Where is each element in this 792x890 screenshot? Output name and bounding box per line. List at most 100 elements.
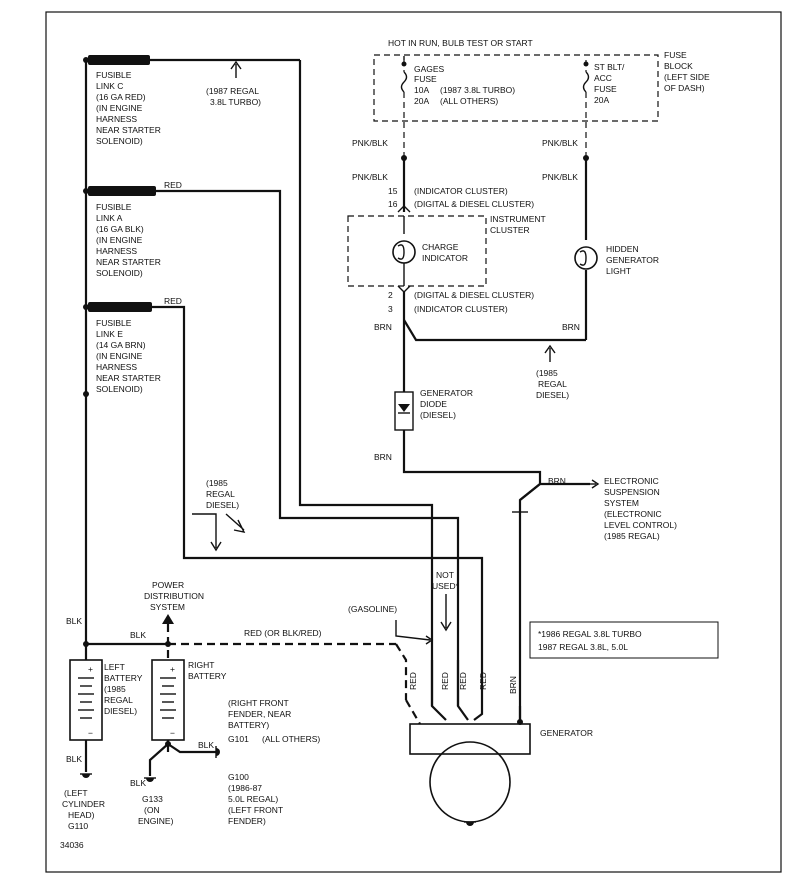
brn-label-2: BRN xyxy=(562,322,580,332)
svg-text:SOLENOID): SOLENOID) xyxy=(96,136,143,146)
diode-icon xyxy=(398,404,410,412)
svg-text:DIESEL): DIESEL) xyxy=(206,500,239,510)
pin-15-label: 15 xyxy=(388,186,398,196)
svg-text:FUSIBLE: FUSIBLE xyxy=(96,202,132,212)
right-battery-icon xyxy=(151,659,185,741)
svg-text:REGAL: REGAL xyxy=(104,695,133,705)
svg-text:FUSE: FUSE xyxy=(594,84,617,94)
hidden-generator-light-icon xyxy=(574,246,598,270)
fuse-block-outline xyxy=(373,54,659,122)
brn-label-1: BRN xyxy=(374,322,392,332)
blk-label-5: BLK xyxy=(198,740,214,750)
not-used-label: NOT USED* xyxy=(432,570,460,591)
instrument-cluster-label: INSTRUMENT CLUSTER xyxy=(490,214,546,235)
red-label-a: RED xyxy=(164,180,182,190)
instrument-cluster-outline xyxy=(347,215,487,287)
ground-g110-icon xyxy=(80,773,92,778)
brn-label-3: BRN xyxy=(374,452,392,462)
svg-text:SYSTEM: SYSTEM xyxy=(604,498,639,508)
svg-text:(LEFT SIDE: (LEFT SIDE xyxy=(664,72,710,82)
svg-text:G101: G101 xyxy=(228,734,249,744)
svg-text:(1985: (1985 xyxy=(104,684,126,694)
svg-text:BATTERY): BATTERY) xyxy=(228,720,269,730)
brn-label-4: BRN xyxy=(548,476,566,486)
svg-text:NOT: NOT xyxy=(436,570,454,580)
svg-text:10A: 10A xyxy=(414,85,429,95)
link-c-wire xyxy=(298,60,434,640)
ground-g133-icon xyxy=(144,777,156,782)
svg-text:(1985: (1985 xyxy=(206,478,228,488)
svg-text:OF DASH): OF DASH) xyxy=(664,83,705,93)
fuse-block-label: FUSE BLOCK (LEFT SIDE OF DASH) xyxy=(664,50,710,93)
blk-label-2: BLK xyxy=(130,630,146,640)
pnk-blk-label-1: PNK/BLK xyxy=(352,138,388,148)
svg-text:DIESEL): DIESEL) xyxy=(536,390,569,400)
arrow-right-icon xyxy=(591,479,600,489)
svg-text:NEAR STARTER: NEAR STARTER xyxy=(96,125,161,135)
svg-text:DIESEL): DIESEL) xyxy=(104,706,137,716)
fusible-link-c-label: FUSIBLE LINK C (16 GA RED) (IN ENGINE HA… xyxy=(96,70,161,146)
svg-text:CLUSTER: CLUSTER xyxy=(490,225,530,235)
svg-text:BATTERY: BATTERY xyxy=(188,671,227,681)
svg-text:(IN ENGINE: (IN ENGINE xyxy=(96,103,143,113)
blk-label-1: BLK xyxy=(66,616,82,626)
footnote-line-2: 1987 REGAL 3.8L, 5.0L xyxy=(538,642,628,652)
svg-text:(1986-87: (1986-87 xyxy=(228,783,262,793)
svg-text:LINK A: LINK A xyxy=(96,213,123,223)
left-cylinder-head-label: (LEFT CYLINDER HEAD) G110 xyxy=(62,788,105,831)
svg-text:HIDDEN: HIDDEN xyxy=(606,244,639,254)
generator-label: GENERATOR xyxy=(540,728,593,738)
svg-text:G100: G100 xyxy=(228,772,249,782)
regal-diesel-1985-right-note: (1985 REGAL DIESEL) xyxy=(536,368,569,400)
left-battery-plus: + xyxy=(88,664,93,674)
svg-text:ACC: ACC xyxy=(594,73,612,83)
svg-text:RIGHT: RIGHT xyxy=(188,660,214,670)
fusible-link-e-label: FUSIBLE LINK E (14 GA BRN) (IN ENGINE HA… xyxy=(96,318,161,394)
generator-body xyxy=(409,723,531,755)
svg-text:(IN ENGINE: (IN ENGINE xyxy=(96,351,143,361)
svg-text:FUSE: FUSE xyxy=(664,50,687,60)
right-battery-minus: − xyxy=(170,728,175,738)
red-label-v3: RED xyxy=(458,672,468,690)
indicator-cluster-label-top: (INDICATOR CLUSTER) xyxy=(414,186,508,196)
power-distribution-label: POWER DISTRIBUTION SYSTEM xyxy=(144,580,204,612)
svg-text:LIGHT: LIGHT xyxy=(606,266,631,276)
svg-text:FENDER, NEAR: FENDER, NEAR xyxy=(228,709,291,719)
link-a-wire xyxy=(156,189,460,650)
blk-label-3: BLK xyxy=(66,754,82,764)
left-battery-minus: − xyxy=(88,728,93,738)
svg-text:FUSIBLE: FUSIBLE xyxy=(96,318,132,328)
svg-text:(ELECTRONIC: (ELECTRONIC xyxy=(604,509,662,519)
svg-text:LEFT: LEFT xyxy=(104,662,125,672)
svg-text:(ALL OTHERS): (ALL OTHERS) xyxy=(440,96,498,106)
svg-text:FUSIBLE: FUSIBLE xyxy=(96,70,132,80)
footnote-line-1: *1986 REGAL 3.8L TURBO xyxy=(538,629,642,639)
st-blt-fuse-symbol xyxy=(582,71,590,93)
page-border xyxy=(45,11,782,873)
g101-label: G101 (ALL OTHERS) xyxy=(228,734,320,744)
svg-text:DISTRIBUTION: DISTRIBUTION xyxy=(144,591,204,601)
fusible-link-e xyxy=(88,302,152,312)
link-e-wire xyxy=(152,305,484,700)
svg-text:INDICATOR: INDICATOR xyxy=(422,253,468,263)
red-or-blk-red-label: RED (OR BLK/RED) xyxy=(244,628,322,638)
svg-text:(LEFT: (LEFT xyxy=(64,788,88,798)
svg-text:HARNESS: HARNESS xyxy=(96,246,137,256)
blk-label-4: BLK xyxy=(130,778,146,788)
svg-text:(16 GA RED): (16 GA RED) xyxy=(96,92,146,102)
svg-text:G133: G133 xyxy=(142,794,163,804)
svg-text:GAGES: GAGES xyxy=(414,64,445,74)
svg-text:SYSTEM: SYSTEM xyxy=(150,602,185,612)
svg-text:3.8L TURBO): 3.8L TURBO) xyxy=(210,97,261,107)
generator-diode-label: GENERATOR DIODE (DIESEL) xyxy=(420,388,473,420)
svg-text:LEVEL CONTROL): LEVEL CONTROL) xyxy=(604,520,677,530)
svg-text:(RIGHT FRONT: (RIGHT FRONT xyxy=(228,698,289,708)
charge-indicator-label: CHARGE INDICATOR xyxy=(422,242,468,263)
svg-text:(14 GA BRN): (14 GA BRN) xyxy=(96,340,146,350)
gages-fuse-symbol xyxy=(400,71,408,93)
svg-text:(ON: (ON xyxy=(144,805,160,815)
svg-text:FENDER): FENDER) xyxy=(228,816,266,826)
pin-2-label: 2 xyxy=(388,290,393,300)
